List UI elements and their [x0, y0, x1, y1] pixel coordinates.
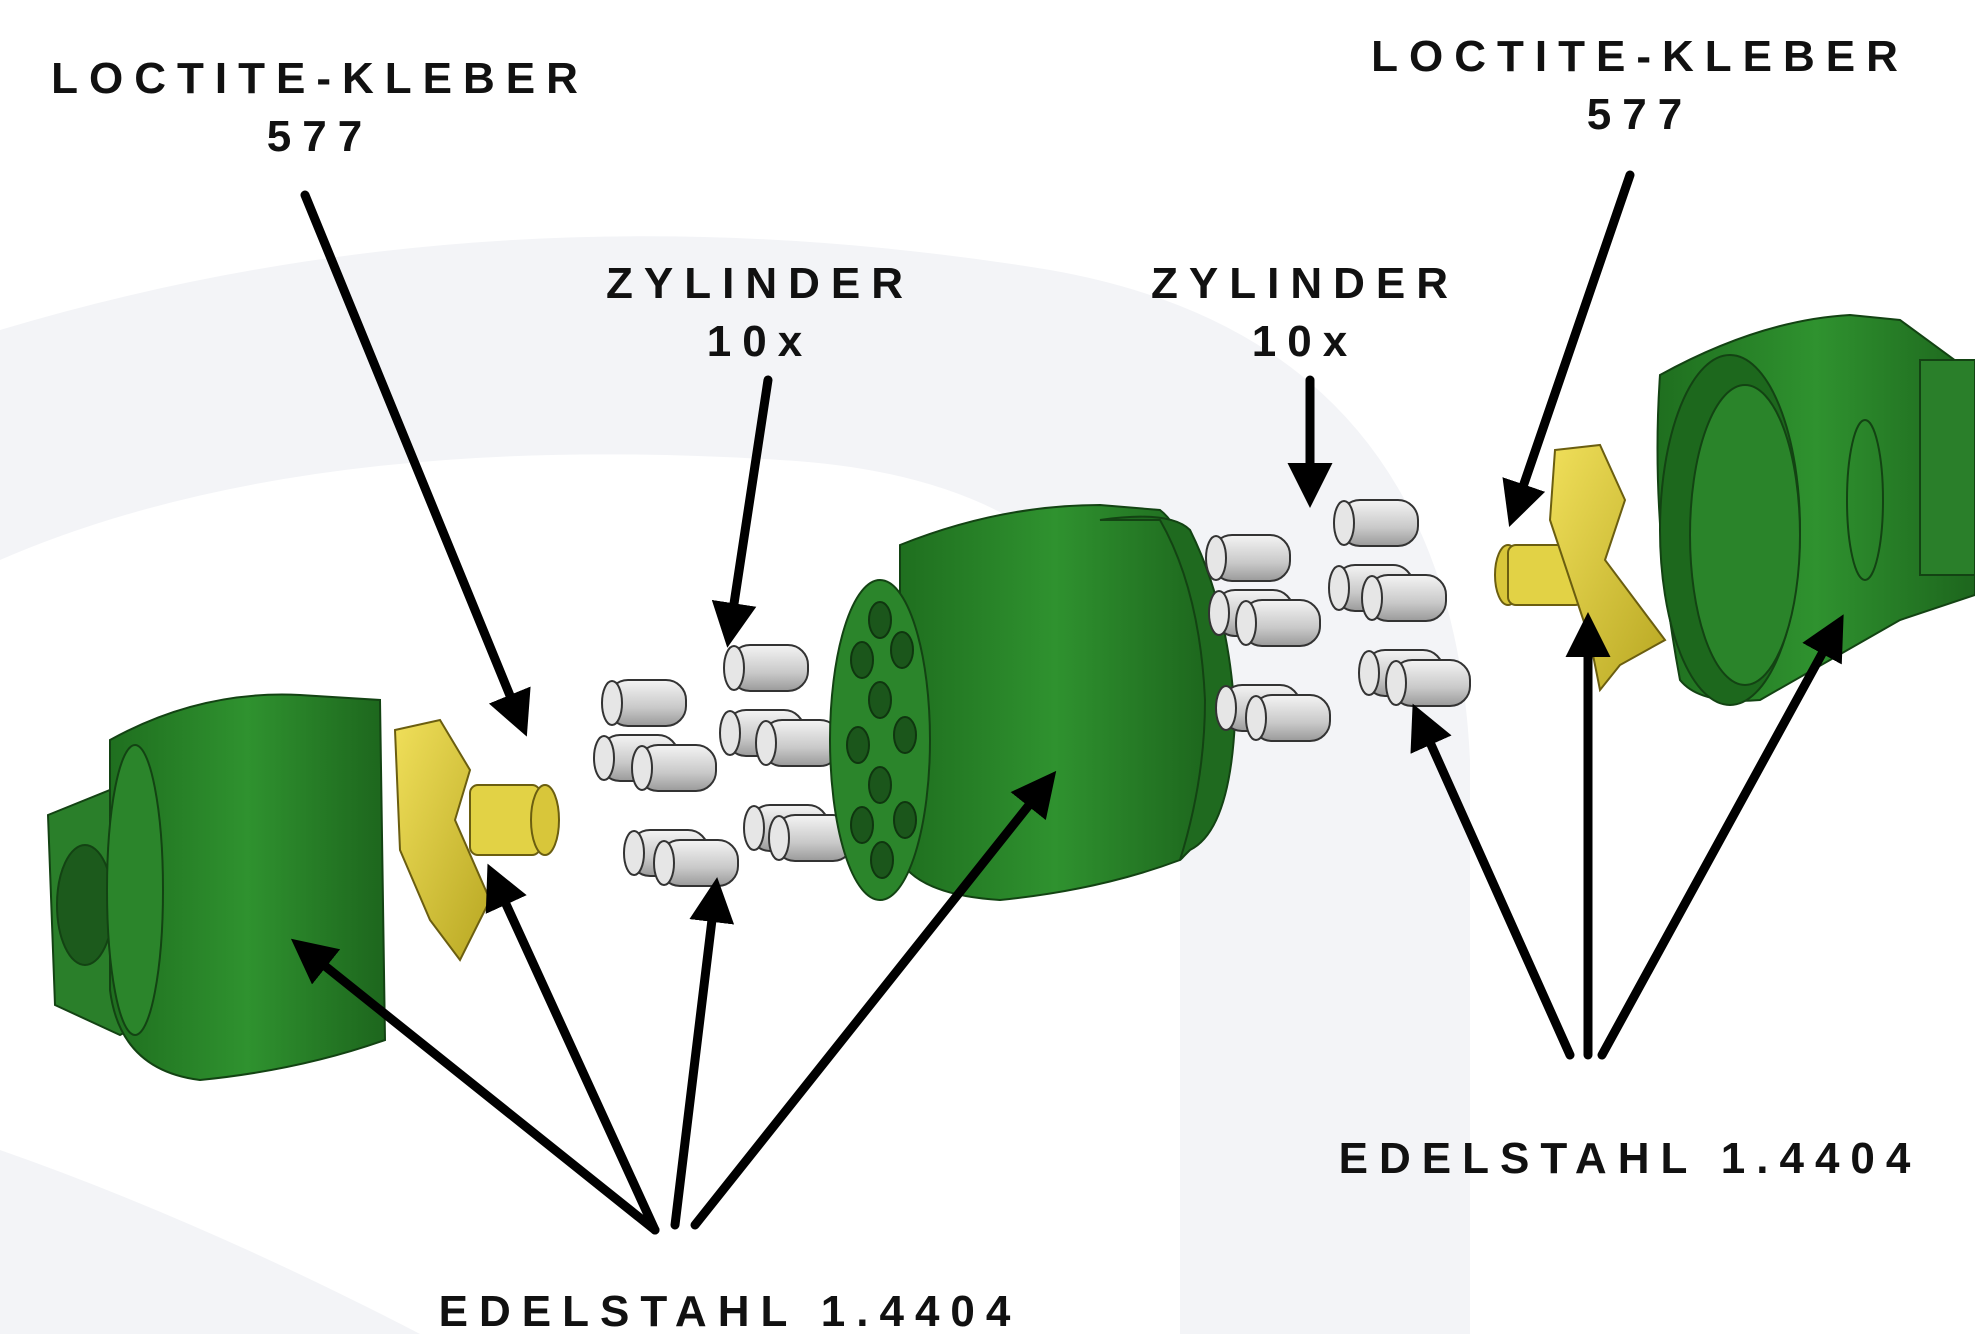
label-material-right-text: EDELSTAHL 1.4404	[1338, 1134, 1922, 1183]
label-cyl-left-line1: ZYLINDER	[606, 259, 914, 308]
label-cyl-left-line2: 10x	[706, 317, 814, 366]
cylinder	[723, 644, 809, 692]
right-housing	[1656, 313, 1975, 706]
label-material-right: EDELSTAHL 1.4404	[1300, 1130, 1960, 1188]
label-cyl-right: ZYLINDER 10x	[1125, 255, 1485, 371]
right-cylinders	[1205, 499, 1471, 742]
arrow-mat-left-2	[485, 863, 660, 1235]
left-insert	[393, 718, 560, 962]
leader-arrows	[290, 170, 1844, 1235]
cylinder	[1245, 694, 1331, 742]
label-glue-left-line1: LOCTITE-KLEBER	[51, 54, 589, 103]
cylinder	[1235, 599, 1321, 647]
label-glue-right-line2: 577	[1586, 90, 1694, 139]
center-bores	[846, 601, 917, 879]
arrow-glue-right	[1502, 170, 1635, 528]
arrow-mat-left-3	[670, 877, 735, 1230]
cylinder	[1385, 659, 1471, 707]
right-insert	[1494, 443, 1667, 693]
cylinder	[1361, 574, 1447, 622]
cylinder	[768, 814, 854, 862]
arrow-mat-right-3	[1597, 614, 1844, 1060]
label-glue-right: LOCTITE-KLEBER 577	[1360, 28, 1920, 144]
arrow-glue-left	[300, 190, 531, 737]
label-glue-left: LOCTITE-KLEBER 577	[40, 50, 600, 166]
cylinder	[1333, 499, 1419, 547]
label-glue-left-line2: 577	[266, 112, 374, 161]
cylinder	[631, 744, 717, 792]
arrow-cyl-left	[711, 375, 773, 648]
arrow-mat-right-1	[1410, 703, 1575, 1060]
label-cyl-right-line2: 10x	[1251, 317, 1359, 366]
label-material-left-text: EDELSTAHL 1.4404	[438, 1287, 1022, 1334]
label-cyl-left: ZYLINDER 10x	[580, 255, 940, 371]
label-material-left: EDELSTAHL 1.4404	[400, 1283, 1060, 1334]
center-housing	[829, 503, 1237, 902]
cylinder	[1205, 534, 1291, 582]
label-glue-right-line1: LOCTITE-KLEBER	[1371, 32, 1909, 81]
left-cylinders	[593, 644, 854, 887]
arrow-mat-left-4	[690, 770, 1057, 1230]
arrow-mat-left-1	[290, 938, 660, 1235]
cylinder	[601, 679, 687, 727]
cylinder	[653, 839, 739, 887]
left-housing	[46, 693, 387, 1082]
label-cyl-right-line1: ZYLINDER	[1151, 259, 1459, 308]
cylinder	[755, 719, 841, 767]
